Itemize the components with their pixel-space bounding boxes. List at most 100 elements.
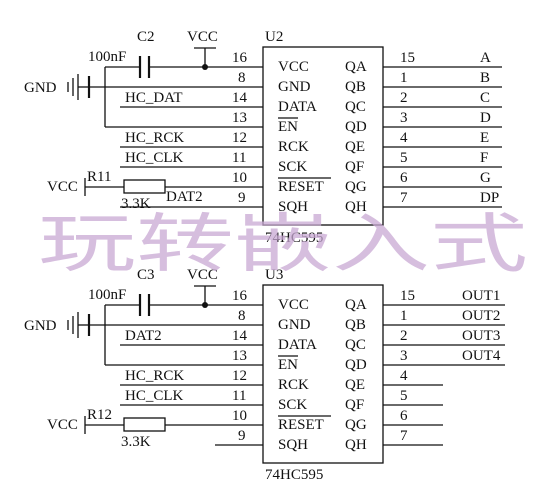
u2-pin-num-8: 8 (238, 70, 246, 86)
u2-res-ref: R11 (87, 169, 111, 185)
chip-u2-part: 74HC595 (265, 230, 323, 246)
u3-pin-name-reset: RESET (278, 417, 324, 433)
u3-pin-name-qc: QC (345, 337, 366, 353)
u2-pin-num-11: 11 (232, 150, 246, 166)
u3-resistor-body (123, 417, 166, 432)
u3-pin-name-sck: SCK (278, 397, 307, 413)
u3-pin-name-data: DATA (278, 337, 317, 353)
u3-pin-name-vcc: VCC (278, 297, 309, 313)
u3-pin-num-12: 12 (232, 368, 247, 384)
u3-pin-num-2: 2 (400, 328, 408, 344)
u2-net-hc-dat: HC_DAT (125, 90, 183, 106)
u3-net-hc-rck: HC_RCK (125, 368, 184, 384)
chip-u3-group: U3 74HC595 VCC GND DATA EN RCK SCK RESET… (24, 267, 505, 483)
u2-pin-name-rck: RCK (278, 139, 309, 155)
u3-vcc-label: VCC (187, 267, 218, 283)
u2-net-e: E (480, 130, 489, 146)
u2-pin-name-qb: QB (345, 79, 366, 95)
u2-pin-name-qf: QF (345, 159, 364, 175)
u3-pin-name-qe: QE (345, 377, 365, 393)
u2-pin-name-sck: SCK (278, 159, 307, 175)
u3-res-value: 3.3K (121, 434, 151, 450)
u2-pin-name-sqh: SQH (278, 199, 308, 215)
u2-net-dp: DP (480, 190, 499, 206)
u2-net-d: D (480, 110, 491, 126)
u3-pin-num-16: 16 (232, 288, 248, 304)
u2-net-hc-rck: HC_RCK (125, 130, 184, 146)
u2-gnd-label: GND (24, 80, 57, 96)
u2-pin-num-6: 6 (400, 170, 408, 186)
u2-net-b: B (480, 70, 490, 86)
u2-pin-name-reset: RESET (278, 179, 324, 195)
u3-net-dat2: DAT2 (125, 328, 162, 344)
u2-pin-name-data: DATA (278, 99, 317, 115)
u2-net-hc-clk: HC_CLK (125, 150, 184, 166)
u2-net-a: A (480, 50, 491, 66)
u2-pin-name-qe: QE (345, 139, 365, 155)
u2-pin-num-9: 9 (238, 190, 246, 206)
u3-net-out3: OUT3 (462, 328, 500, 344)
u3-pin-num-14: 14 (232, 328, 248, 344)
u2-pin-num-3: 3 (400, 110, 408, 126)
u3-pin-num-9: 9 (238, 428, 246, 444)
u3-pin-name-qb: QB (345, 317, 366, 333)
u3-pin-name-qg: QG (345, 417, 367, 433)
u3-net-out4: OUT4 (462, 348, 501, 364)
u2-res-vcc-label: VCC (47, 179, 78, 195)
u3-pin-name-en: EN (278, 357, 298, 373)
u3-net-hc-clk: HC_CLK (125, 388, 184, 404)
u3-cap-value: 100nF (88, 287, 126, 303)
u2-resistor-body (123, 179, 166, 194)
u2-pin-name-qg: QG (345, 179, 367, 195)
u3-pin-num-3: 3 (400, 348, 408, 364)
u3-pin-num-6: 6 (400, 408, 408, 424)
u2-net-c: C (480, 90, 490, 106)
u3-pin-name-qd: QD (345, 357, 367, 373)
chip-u2-group: U2 74HC595 VCC GND DATA EN RCK SCK RESET… (24, 29, 502, 246)
u2-pin-num-4: 4 (400, 130, 408, 146)
chip-u3-ref: U3 (265, 267, 283, 283)
u3-pin-num-5: 5 (400, 388, 408, 404)
u2-res-value: 3.3K (121, 196, 151, 212)
u3-pin-name-sqh: SQH (278, 437, 308, 453)
u3-pin-num-1: 1 (400, 308, 408, 324)
u3-pin-num-10: 10 (232, 408, 247, 424)
u3-pin-name-qa: QA (345, 297, 367, 313)
u2-pin-num-12: 12 (232, 130, 247, 146)
u2-pin-num-13: 13 (232, 110, 247, 126)
u2-pin-name-en: EN (278, 119, 298, 135)
chip-u3-body (262, 284, 384, 464)
u3-pin-name-gnd: GND (278, 317, 311, 333)
u2-pin-name-qa: QA (345, 59, 367, 75)
u3-cap-ref: C3 (137, 267, 155, 283)
u2-pin-name-qc: QC (345, 99, 366, 115)
u3-net-out2: OUT2 (462, 308, 500, 324)
u3-pin-name-qh: QH (345, 437, 367, 453)
u2-pin-name-qd: QD (345, 119, 367, 135)
u2-pin-num-15: 15 (400, 50, 415, 66)
u2-cap-ref: C2 (137, 29, 155, 45)
u2-pin-num-1: 1 (400, 70, 408, 86)
u3-net-out1: OUT1 (462, 288, 500, 304)
u2-pin-num-5: 5 (400, 150, 408, 166)
u2-pin-num-7: 7 (400, 190, 408, 206)
u2-cap-value: 100nF (88, 49, 126, 65)
u2-pin-num-16: 16 (232, 50, 248, 66)
u2-pin-name-qh: QH (345, 199, 367, 215)
u3-pin-num-15: 15 (400, 288, 415, 304)
u2-pin-name-gnd: GND (278, 79, 311, 95)
watermark-text: 玩转嵌入式 (38, 208, 528, 282)
u3-pin-name-qf: QF (345, 397, 364, 413)
u2-pin-num-10: 10 (232, 170, 247, 186)
u3-pin-num-4: 4 (400, 368, 408, 384)
chip-u3-part: 74HC595 (265, 467, 323, 483)
u2-vcc-label: VCC (187, 29, 218, 45)
u3-pin-num-11: 11 (232, 388, 246, 404)
u2-pin-num-2: 2 (400, 90, 408, 106)
chip-u2-body (262, 46, 384, 226)
u3-res-vcc-label: VCC (47, 417, 78, 433)
u3-pin-num-8: 8 (238, 308, 246, 324)
u2-pin-name-vcc: VCC (278, 59, 309, 75)
u3-pin-num-13: 13 (232, 348, 247, 364)
